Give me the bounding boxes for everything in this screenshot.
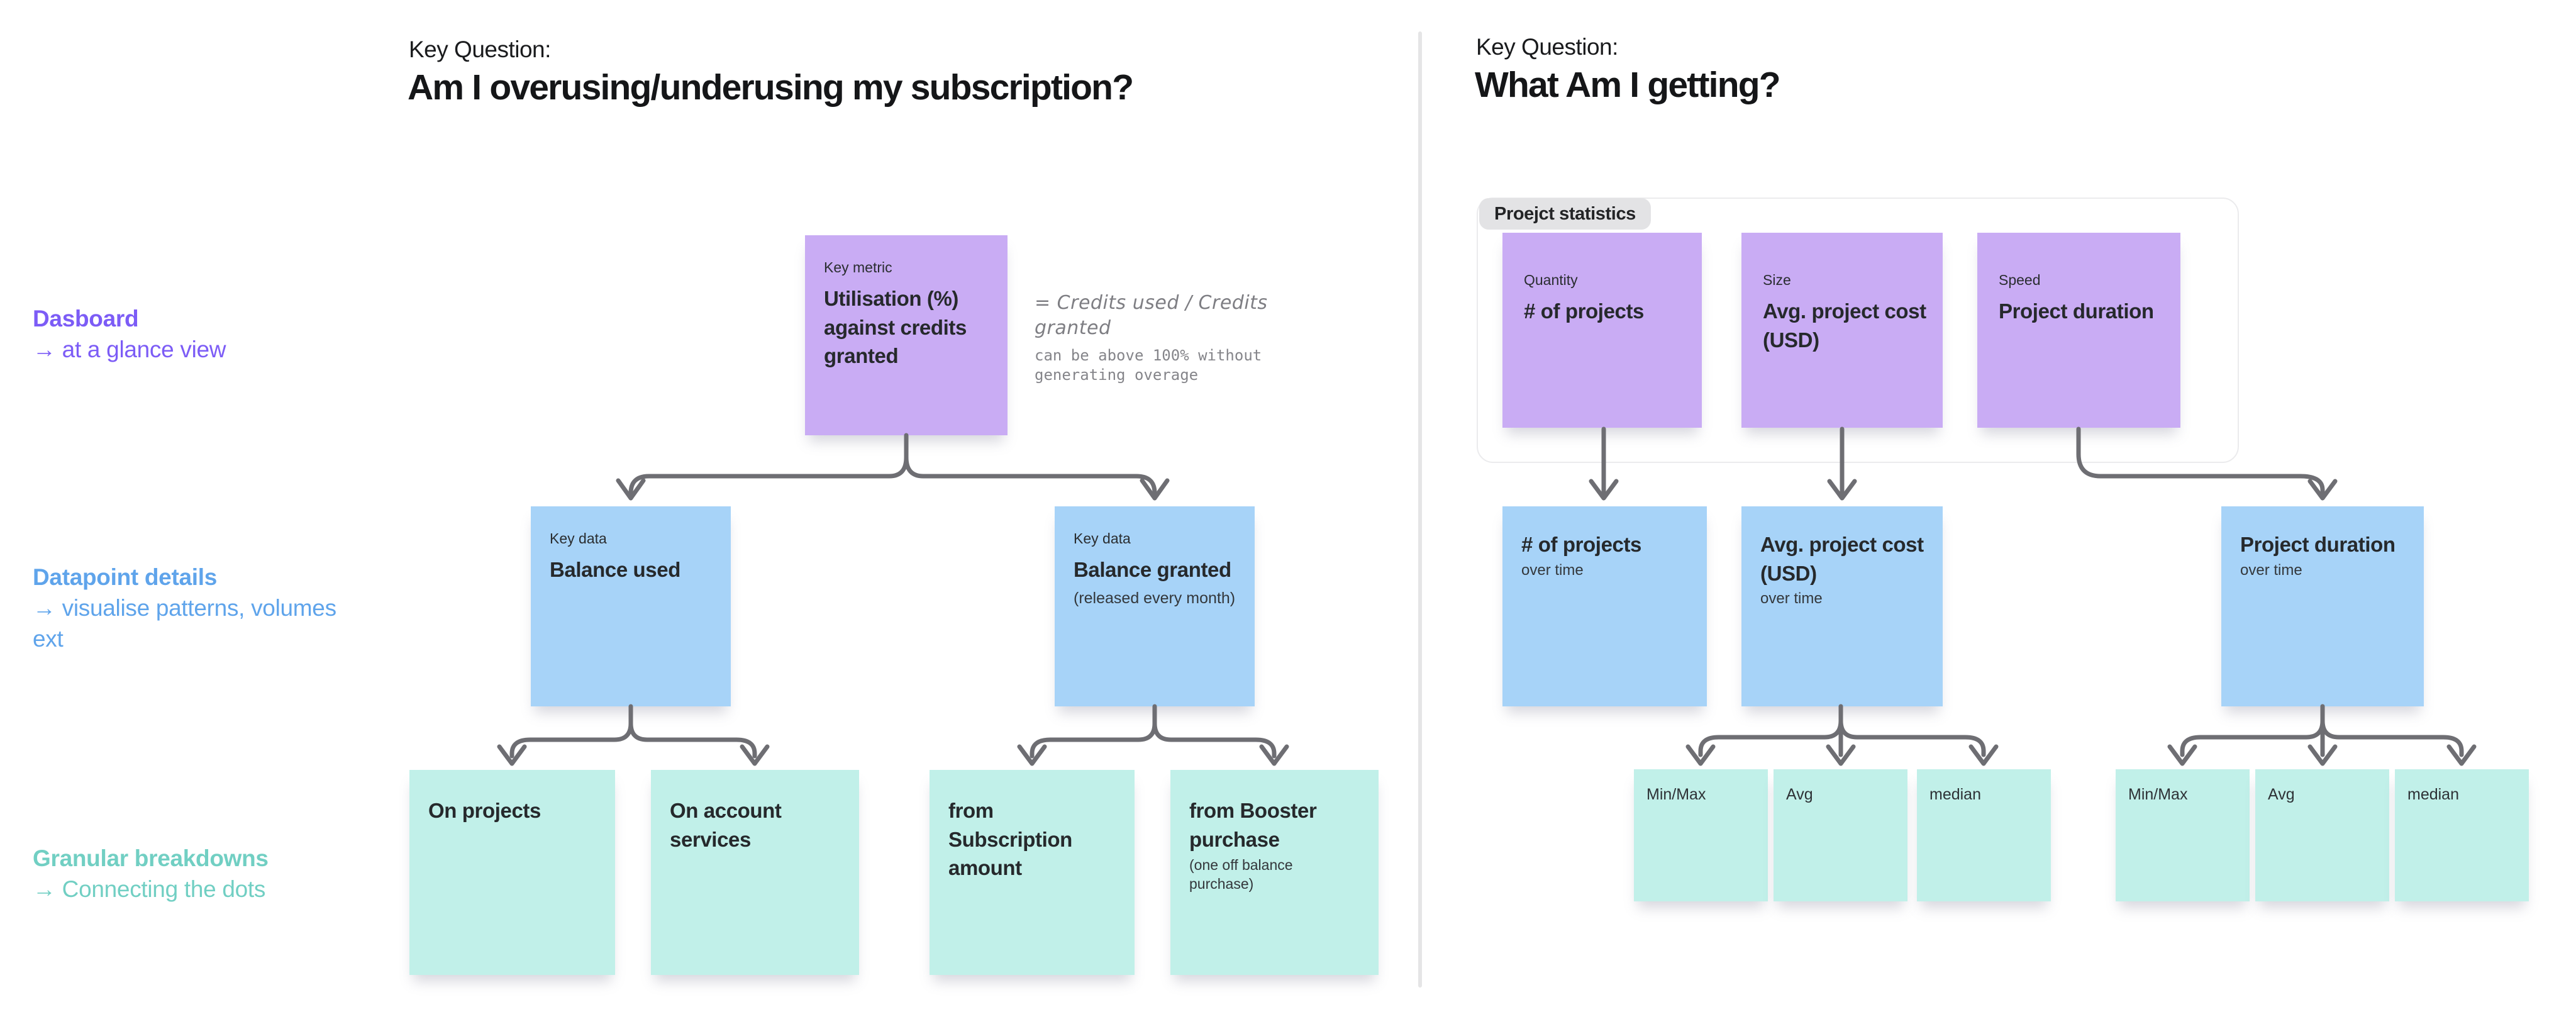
sidebar-item-subtitle: → visualise patterns, volumes ext xyxy=(33,595,336,652)
sticky-title: Utilisation (%) against credits granted xyxy=(824,287,967,368)
sticky-cost-minmax[interactable]: Min/Max xyxy=(1634,769,1768,901)
connector-balance-used-to-breakdowns[interactable] xyxy=(497,704,770,766)
sidebar-item-granular-breakdowns[interactable]: Granular breakdowns → Connecting the dot… xyxy=(33,843,385,905)
sticky-title: Balance granted xyxy=(1074,558,1231,581)
annotation-mono-text: can be above 100% without generating ove… xyxy=(1035,347,1262,384)
sticky-note: over time xyxy=(2240,561,2302,579)
sticky-projects-over-time[interactable]: # of projects over time xyxy=(1502,506,1707,706)
sticky-label: Key data xyxy=(1074,530,1131,547)
sticky-cost-median[interactable]: median xyxy=(1917,769,2051,901)
sticky-label: Speed xyxy=(1999,272,2041,288)
sticky-title: On account services xyxy=(670,799,782,851)
sticky-title: # of projects xyxy=(1521,533,1642,556)
right-title[interactable]: What Am I getting? xyxy=(1475,65,1781,105)
sticky-duration-median[interactable]: median xyxy=(2395,769,2529,901)
sticky-note: over time xyxy=(1521,561,1584,579)
annotation-credits-formula[interactable]: = Credits used / Credits granted can be … xyxy=(1035,291,1336,385)
project-statistics-label[interactable]: Proejct statistics xyxy=(1479,198,1651,230)
sticky-duration-over-time[interactable]: Project duration over time xyxy=(2221,506,2424,706)
sticky-title: Avg. project cost (USD) xyxy=(1760,533,1924,585)
sticky-from-booster-purchase[interactable]: from Booster purchase (one off balance p… xyxy=(1170,770,1379,975)
connector-cost-to-measures[interactable] xyxy=(1685,704,1999,766)
sticky-label: Min/Max xyxy=(1646,786,1706,803)
sticky-title: from Subscription amount xyxy=(948,799,1072,880)
sidebar-item-title: Dasboard xyxy=(33,306,139,331)
sticky-duration-avg[interactable]: Avg xyxy=(2255,769,2389,901)
sidebar-item-title: Datapoint details xyxy=(33,564,217,590)
sticky-label: Min/Max xyxy=(2128,786,2188,803)
section-divider xyxy=(1418,31,1422,988)
sticky-label: Key metric xyxy=(824,259,892,276)
connector-utilisation-to-balances[interactable] xyxy=(616,433,1170,501)
connector-duration-to-measures[interactable] xyxy=(2167,704,2477,766)
sticky-cost-over-time[interactable]: Avg. project cost (USD) over time xyxy=(1741,506,1943,706)
sticky-title: # of projects xyxy=(1524,299,1645,323)
sticky-speed-project-duration[interactable]: Speed Project duration xyxy=(1977,233,2180,428)
sticky-title: from Booster purchase xyxy=(1189,799,1317,851)
sticky-on-account-services[interactable]: On account services xyxy=(651,770,859,975)
sticky-label: Key data xyxy=(550,530,607,547)
annotation-script-text: = Credits used / Credits granted xyxy=(1035,292,1268,339)
sticky-note: (one off balance purchase) xyxy=(1189,857,1293,892)
sticky-note: over time xyxy=(1760,590,1823,608)
sticky-label: Avg xyxy=(2268,786,2295,803)
sticky-label: median xyxy=(2407,786,2459,803)
sticky-title: Project duration xyxy=(2240,533,2396,556)
sticky-title: Project duration xyxy=(1999,299,2154,323)
sticky-title: Balance used xyxy=(550,558,680,581)
sticky-quantity-projects[interactable]: Quantity # of projects xyxy=(1502,233,1702,428)
sticky-label: Avg xyxy=(1786,786,1813,803)
sidebar-item-title: Granular breakdowns xyxy=(33,845,269,871)
sticky-size-avg-project-cost[interactable]: Size Avg. project cost (USD) xyxy=(1741,233,1943,428)
sticky-balance-used[interactable]: Key data Balance used xyxy=(531,506,731,706)
sticky-from-subscription-amount[interactable]: from Subscription amount xyxy=(930,770,1135,975)
sticky-title: On projects xyxy=(428,799,541,822)
sticky-title: Avg. project cost (USD) xyxy=(1763,299,1926,352)
sticky-note: (released every month) xyxy=(1074,589,1236,607)
sticky-duration-minmax[interactable]: Min/Max xyxy=(2116,769,2250,901)
left-kicker[interactable]: Key Question: xyxy=(409,36,551,62)
sticky-label: Quantity xyxy=(1524,272,1578,288)
sticky-key-metric-utilisation[interactable]: Key metric Utilisation (%) against credi… xyxy=(805,235,1008,435)
sidebar-item-datapoint-details[interactable]: Datapoint details → visualise patterns, … xyxy=(33,562,385,654)
sidebar-item-subtitle: → at a glance view xyxy=(33,337,226,362)
sticky-balance-granted[interactable]: Key data Balance granted (released every… xyxy=(1055,506,1255,706)
sticky-label: Size xyxy=(1763,272,1791,288)
sidebar-item-subtitle: → Connecting the dots xyxy=(33,876,266,902)
sticky-cost-avg[interactable]: Avg xyxy=(1774,769,1907,901)
right-kicker[interactable]: Key Question: xyxy=(1476,34,1618,60)
sticky-label: median xyxy=(1929,786,1981,803)
sticky-on-projects[interactable]: On projects xyxy=(409,770,615,975)
connector-balance-granted-to-sources[interactable] xyxy=(1017,704,1289,766)
sidebar-item-dashboard[interactable]: Dasboard → at a glance view xyxy=(33,303,385,365)
left-title[interactable]: Am I overusing/underusing my subscriptio… xyxy=(408,67,1134,108)
